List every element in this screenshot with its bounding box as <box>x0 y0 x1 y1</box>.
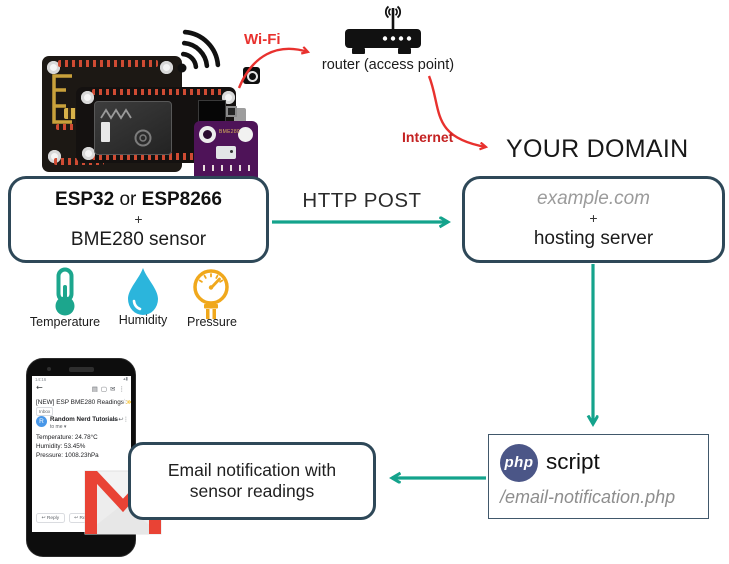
php-script-path: /email-notification.php <box>500 487 676 507</box>
shield-logo <box>134 129 152 147</box>
reply-arrow-icon: ↩ <box>74 515 79 521</box>
signal-icon: ▴ <box>123 377 126 382</box>
antenna-connector <box>243 67 260 84</box>
humidity-label: Humidity <box>118 313 168 327</box>
board-hole <box>160 61 173 74</box>
status-bar: 14:16 ▴▮ <box>35 377 128 382</box>
esp32-shield <box>94 101 172 155</box>
body-line-pressure: Pressure: 1008.23hPa <box>36 452 99 460</box>
pin-label <box>212 165 214 171</box>
php-logo: php <box>500 444 538 482</box>
pin-row <box>92 89 224 95</box>
router-label: router (access point) <box>321 57 455 73</box>
plus-sign: + <box>589 210 598 226</box>
antenna-trace <box>52 74 72 124</box>
mounting-hole <box>238 127 253 142</box>
archive-icon[interactable]: ▤ <box>91 385 101 393</box>
board-hole <box>81 91 94 104</box>
router-icon <box>345 5 421 54</box>
shield-label <box>101 122 110 142</box>
hosting-server-label: hosting server <box>533 228 654 249</box>
pin-label <box>221 165 223 171</box>
php-script-label: script <box>546 449 600 474</box>
your-domain-title: YOUR DOMAIN <box>506 135 689 163</box>
reply-icon[interactable]: ↩ <box>118 416 124 423</box>
sender-detail[interactable]: to me ▾ <box>50 423 67 430</box>
pin-label <box>239 165 241 171</box>
email-time: 14:16 <box>104 417 117 422</box>
bme280-sensor-label: BME280 sensor <box>70 229 207 250</box>
wifi-label: Wi-Fi <box>244 31 281 48</box>
email-box-line1: Email notification with <box>167 460 337 480</box>
important-icon: ≫ <box>125 398 131 406</box>
delete-icon[interactable]: ▢ <box>100 385 111 393</box>
wifi-signal-icon <box>177 29 221 73</box>
appbar-icons: ▤▢✉⋮ <box>92 385 128 393</box>
reply-button[interactable]: ↩ Reply <box>36 513 65 523</box>
star-icon[interactable]: ☆ <box>121 397 128 406</box>
subject-text: [NEW] ESP BME280 Readings <box>36 399 124 406</box>
more-vert-icon[interactable]: ⋮ <box>123 416 129 423</box>
body-line-humidity: Humidity: 53.45% <box>36 443 86 451</box>
internet-label: Internet <box>402 129 454 145</box>
board-hole <box>47 61 60 74</box>
thermometer-icon <box>55 267 75 316</box>
pin-label <box>248 165 250 171</box>
email-body: Temperature: 24.78°C Humidity: 53.45% Pr… <box>36 433 99 461</box>
pressure-label: Pressure <box>186 315 238 329</box>
inbox-chip: Inbox <box>36 407 54 416</box>
esp32-chip <box>198 100 226 124</box>
board-hole <box>82 147 95 160</box>
reply-arrow-icon: ↩ <box>41 515 46 521</box>
or-label: or <box>119 189 137 210</box>
email-subject: [NEW] ESP BME280 Readings ≫ <box>36 398 131 406</box>
back-icon[interactable]: ← <box>36 383 43 392</box>
phone-speaker <box>69 367 94 372</box>
esp8266-label: ESP8266 <box>141 189 222 210</box>
pin-label <box>203 165 205 171</box>
http-post-label: HTTP POST <box>302 189 422 212</box>
humidity-droplet-icon <box>128 268 158 315</box>
board-button <box>226 106 237 117</box>
phone-camera <box>47 367 51 371</box>
hosting-server-box: example.com + hosting server <box>462 176 725 263</box>
bme280-sensor-die <box>216 146 236 159</box>
temperature-label: Temperature <box>29 315 101 329</box>
email-notification-box: Email notification with sensor readings <box>128 442 376 520</box>
pressure-gauge-icon <box>193 269 229 319</box>
mounting-hole <box>199 126 216 143</box>
battery-icon: ▮ <box>125 377 128 382</box>
shield-antenna <box>100 108 132 120</box>
plus-sign: + <box>134 211 143 227</box>
status-icons: ▴▮ <box>123 377 128 382</box>
email-box-line2: sensor readings <box>189 481 315 501</box>
sender-avatar: R <box>36 416 47 427</box>
sender-name: Random Nerd Tutorials <box>50 416 118 423</box>
pin-row <box>92 153 224 160</box>
esp-device-box: ESP32 or ESP8266 + BME280 sensor <box>8 176 269 263</box>
more-icon[interactable]: ⋮ <box>118 385 128 393</box>
reply-label: Reply <box>46 515 60 521</box>
device-title: ESP32 or ESP8266 <box>11 189 266 211</box>
body-line-temperature: Temperature: 24.78°C <box>36 434 98 441</box>
bme280-silkscreen: BME280 <box>219 129 240 135</box>
pin-label <box>230 165 232 171</box>
status-time: 14:16 <box>35 377 47 382</box>
example-domain: example.com <box>537 188 650 209</box>
mail-icon[interactable]: ✉ <box>110 385 119 393</box>
esp32-label: ESP32 <box>55 189 115 210</box>
pin-row <box>58 60 158 67</box>
php-script-box: php script /email-notification.php <box>488 434 709 519</box>
